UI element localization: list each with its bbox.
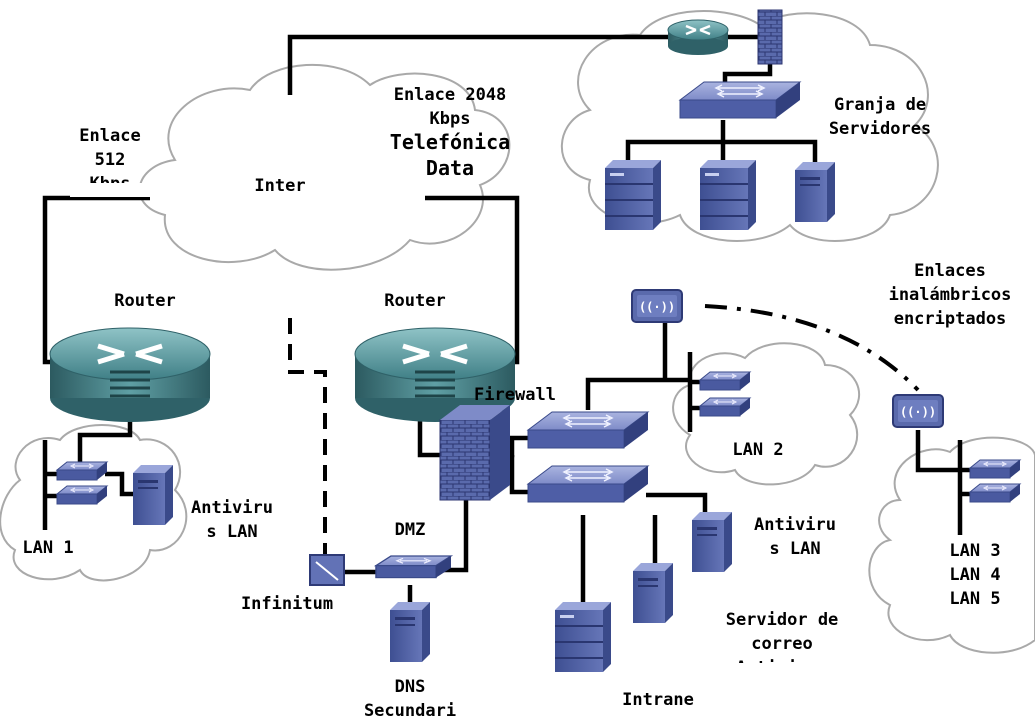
switch-upper-icon (527, 411, 649, 449)
router-left-icon (50, 328, 210, 422)
router-left-label: Router (114, 291, 175, 311)
link-infinitum-dashed (288, 318, 327, 555)
switch-lower-icon (527, 465, 649, 503)
granja-label-2: Servidores (829, 119, 931, 139)
internet-cloud (138, 63, 511, 271)
lan3-label: LAN 3 (949, 541, 1000, 561)
enlace-2048-label-1: Enlace 2048 (394, 85, 507, 105)
enlaces-label-1: Enlaces (914, 261, 986, 281)
dns-label-1: DNS (395, 677, 426, 697)
mail-label-2: correo (751, 634, 812, 654)
enlace-512-label-1: Enlace (79, 126, 140, 146)
dns-label-2: Secundari (364, 701, 456, 721)
lan4-label: LAN 4 (949, 565, 1000, 585)
link-router-firewall (417, 420, 440, 458)
link-switch-antivirus (646, 492, 708, 515)
antivirus-left-label-1: Antiviru (191, 498, 273, 518)
wireless-ap-2-icon (892, 394, 944, 428)
router-center-label: Router (384, 291, 445, 311)
enlace-2048-label-2: Kbps (430, 109, 471, 129)
lan2-switch-2-icon (699, 397, 751, 417)
lan345-switch-1-icon (969, 459, 1021, 479)
enlaces-label-2: inalámbricos (889, 285, 1012, 305)
lan1-switch-1-icon (56, 461, 108, 481)
link-switch-lan2 (585, 377, 690, 410)
lan5-label: LAN 5 (949, 589, 1000, 609)
lan2-switch-1-icon (699, 371, 751, 391)
enlace-512-label-2: 512 (95, 150, 126, 170)
granja-server-1-icon (604, 159, 662, 231)
mail-label-1: Servidor de (726, 610, 839, 630)
infinitum-label: Infinitum (241, 594, 333, 614)
firewall-icon (439, 419, 491, 501)
granja-server-3-icon (795, 162, 835, 222)
dmz-label: DMZ (395, 520, 426, 540)
link-fw-dmz (440, 500, 469, 573)
lan1-label: LAN 1 (22, 538, 73, 558)
infinitum-modem-icon (309, 554, 345, 586)
intranet-label: Intrane (622, 690, 694, 710)
wireless-ap-1-icon (631, 289, 683, 323)
telefonica-label-1: Telefónica (390, 130, 510, 154)
wireless-link (704, 304, 920, 392)
dmz-switch-icon (375, 555, 452, 579)
lan345-switch-2-icon (969, 483, 1021, 503)
granja-firewall-icon (757, 9, 783, 65)
link-fw-switch2 (509, 455, 530, 495)
antivirus-left-label-2: s LAN (206, 522, 257, 542)
intranet-server-icon (554, 601, 612, 673)
granja-label-1: Granja de (834, 95, 926, 115)
link-2048 (287, 34, 670, 95)
antivirus-left-server-icon (133, 465, 173, 525)
lan1-switch-2-icon (56, 485, 108, 505)
granja-server-2-icon (699, 159, 757, 231)
antivirus-right-label-2: s LAN (769, 539, 820, 559)
granja-switch-icon (679, 81, 801, 119)
antivirus-right-label-1: Antiviru (754, 515, 836, 535)
link-router-lan1 (77, 418, 133, 470)
firewall-label: Firewall (474, 385, 556, 405)
granja-router-icon (666, 18, 730, 57)
link-fw-switch-granja (722, 62, 773, 84)
link-ap-lan345 (915, 430, 960, 473)
mail-server-icon (633, 563, 673, 623)
enlaces-label-3: encriptados (894, 309, 1007, 329)
antivirus-right-server-icon (692, 512, 732, 572)
internet-label: Inter (254, 176, 305, 196)
telefonica-label-2: Data (426, 156, 474, 180)
lan2-label: LAN 2 (732, 440, 783, 460)
dns-server-icon (390, 602, 430, 662)
